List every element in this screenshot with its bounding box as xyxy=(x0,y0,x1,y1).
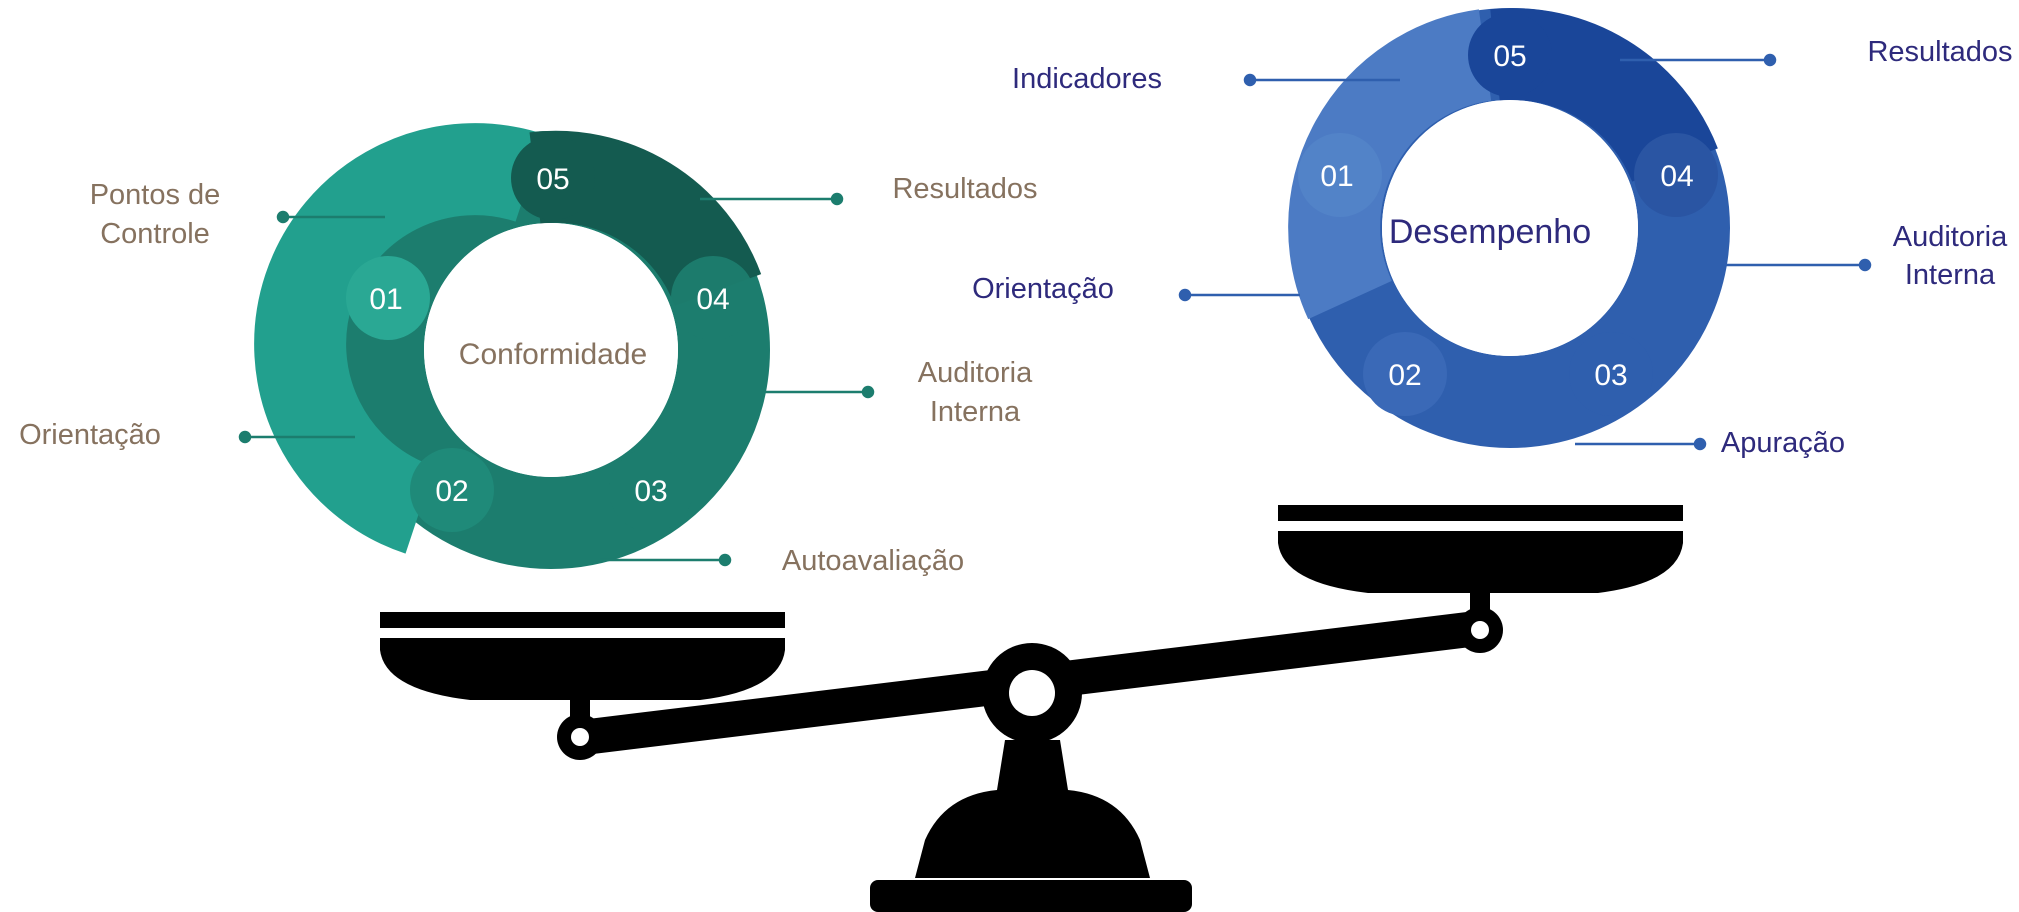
desempenho-badge-02 xyxy=(1363,332,1447,416)
conformidade-label-04-line2: Interna xyxy=(930,396,1021,428)
desempenho-badge-01 xyxy=(1298,133,1382,217)
desempenho-center-label: Desempenho xyxy=(1389,213,1591,251)
desempenho-label-04-line2: Interna xyxy=(1905,259,1996,291)
conformidade-label-04-line1: Auditoria xyxy=(918,357,1033,389)
conformidade-center-label: Conformidade xyxy=(459,338,647,371)
conformidade-label-01-line2: Controle xyxy=(100,218,210,250)
conformidade-label-05: Resultados xyxy=(892,173,1037,205)
conformidade-num-03: 03 xyxy=(634,475,667,508)
desempenho-badge-04 xyxy=(1634,133,1718,217)
desempenho-num-03: 03 xyxy=(1594,359,1627,392)
desempenho-cycle: 05 04 03 02 01 Desempenho Indicadores Or… xyxy=(972,8,2013,459)
desempenho-label-02: Orientação xyxy=(972,273,1114,305)
conformidade-badge-05 xyxy=(511,136,595,220)
desempenho-label-04-line1: Auditoria xyxy=(1893,221,2008,253)
desempenho-badge-05 xyxy=(1468,13,1552,97)
conformidade-badge-03 xyxy=(609,448,693,532)
desempenho-num-04: 04 xyxy=(1660,160,1693,193)
conformidade-ring-segment-01 xyxy=(254,123,545,554)
desempenho-label-03: Apuração xyxy=(1721,427,1845,459)
conformidade-num-05: 05 xyxy=(536,163,569,196)
desempenho-num-02: 02 xyxy=(1388,359,1421,392)
conformidade-num-04: 04 xyxy=(696,283,729,316)
conformidade-badge-01 xyxy=(346,256,430,340)
desempenho-label-01: Indicadores xyxy=(1012,63,1162,95)
desempenho-badge-03 xyxy=(1569,332,1653,416)
conformidade-num-01: 01 xyxy=(369,283,402,316)
conformidade-label-02: Orientação xyxy=(19,419,161,451)
conformidade-cycle: 05 04 03 02 01 Conformidade Pontos de Co… xyxy=(19,123,1038,577)
desempenho-label-05: Resultados xyxy=(1867,36,2012,68)
desempenho-num-01: 01 xyxy=(1320,160,1353,193)
desempenho-num-05: 05 xyxy=(1493,40,1526,73)
balance-scale-icon xyxy=(380,505,1683,912)
conformidade-label-01-line1: Pontos de xyxy=(90,179,221,211)
conformidade-badge-02 xyxy=(410,448,494,532)
conformidade-badge-04 xyxy=(671,256,755,340)
conformidade-label-03: Autoavaliação xyxy=(782,545,964,577)
conformidade-num-02: 02 xyxy=(435,475,468,508)
